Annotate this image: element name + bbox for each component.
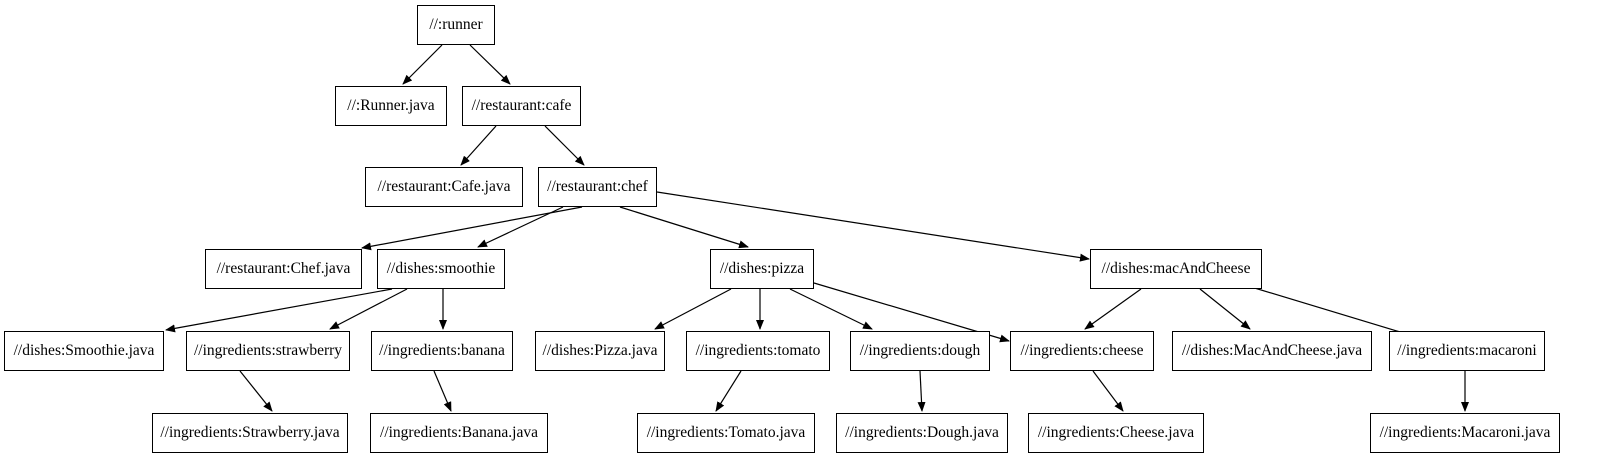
graph-node-restaurant_cafe_java[interactable]: //restaurant:Cafe.java bbox=[365, 167, 523, 207]
graph-node-ing_banana[interactable]: //ingredients:banana bbox=[371, 331, 513, 371]
graph-node-restaurant_chef_java[interactable]: //restaurant:Chef.java bbox=[205, 249, 362, 289]
graph-node-label: //ingredients:Strawberry.java bbox=[160, 424, 340, 442]
graph-node-label: //ingredients:Macaroni.java bbox=[1379, 424, 1551, 442]
graph-node-ing_cheese[interactable]: //ingredients:cheese bbox=[1010, 331, 1154, 371]
graph-node-dishes_smoothie[interactable]: //dishes:smoothie bbox=[377, 249, 505, 289]
graph-node-dishes_macandcheese[interactable]: //dishes:macAndCheese bbox=[1090, 249, 1262, 289]
graph-node-label: //restaurant:Chef.java bbox=[216, 260, 351, 278]
graph-node-label: //:runner bbox=[429, 16, 483, 34]
graph-node-ing_strawberry[interactable]: //ingredients:strawberry bbox=[186, 331, 350, 371]
graph-node-label: //dishes:Smoothie.java bbox=[13, 342, 155, 360]
graph-node-label: //ingredients:macaroni bbox=[1397, 342, 1537, 360]
graph-node-ing_dough[interactable]: //ingredients:dough bbox=[850, 331, 990, 371]
graph-node-dishes_smoothie_java[interactable]: //dishes:Smoothie.java bbox=[4, 331, 164, 371]
graph-node-label: //ingredients:Banana.java bbox=[380, 424, 538, 442]
graph-node-runner[interactable]: //:runner bbox=[417, 5, 495, 45]
graph-node-ing_tomato_java[interactable]: //ingredients:Tomato.java bbox=[637, 413, 815, 453]
graph-node-label: //ingredients:strawberry bbox=[193, 342, 343, 360]
graph-node-label: //dishes:Pizza.java bbox=[542, 342, 658, 360]
graph-node-label: //dishes:macAndCheese bbox=[1101, 260, 1251, 278]
graph-node-ing_cheese_java[interactable]: //ingredients:Cheese.java bbox=[1028, 413, 1204, 453]
graph-node-label: //ingredients:tomato bbox=[695, 342, 821, 360]
graph-node-label: //restaurant:cafe bbox=[471, 97, 572, 115]
graph-node-dishes_pizza_java[interactable]: //dishes:Pizza.java bbox=[535, 331, 665, 371]
graph-node-ing_dough_java[interactable]: //ingredients:Dough.java bbox=[836, 413, 1008, 453]
graph-node-label: //ingredients:Tomato.java bbox=[646, 424, 806, 442]
graph-node-ing_banana_java[interactable]: //ingredients:Banana.java bbox=[370, 413, 548, 453]
graph-node-restaurant_cafe[interactable]: //restaurant:cafe bbox=[462, 86, 581, 126]
graph-node-label: //restaurant:Cafe.java bbox=[377, 178, 511, 196]
graph-node-runner_java[interactable]: //:Runner.java bbox=[335, 86, 447, 126]
graph-node-label: //ingredients:banana bbox=[379, 342, 505, 360]
graph-node-label: //:Runner.java bbox=[347, 97, 435, 115]
graph-node-dishes_mac_java[interactable]: //dishes:MacAndCheese.java bbox=[1172, 331, 1372, 371]
graph-node-label: //dishes:MacAndCheese.java bbox=[1181, 342, 1363, 360]
graph-node-label: //dishes:smoothie bbox=[386, 260, 496, 278]
graph-node-label: //dishes:pizza bbox=[719, 260, 805, 278]
graph-node-ing_strawberry_java[interactable]: //ingredients:Strawberry.java bbox=[152, 413, 348, 453]
graph-node-ing_macaroni[interactable]: //ingredients:macaroni bbox=[1389, 331, 1545, 371]
graph-node-ing_tomato[interactable]: //ingredients:tomato bbox=[686, 331, 830, 371]
graph-node-label: //ingredients:dough bbox=[859, 342, 981, 360]
graph-node-label: //ingredients:Cheese.java bbox=[1037, 424, 1195, 442]
graph-node-label: //ingredients:Dough.java bbox=[845, 424, 999, 442]
graph-node-label: //restaurant:chef bbox=[547, 178, 648, 196]
graph-node-restaurant_chef[interactable]: //restaurant:chef bbox=[538, 167, 657, 207]
graph-node-ing_macaroni_java[interactable]: //ingredients:Macaroni.java bbox=[1370, 413, 1560, 453]
graph-node-label: //ingredients:cheese bbox=[1020, 342, 1144, 360]
graph-node-dishes_pizza[interactable]: //dishes:pizza bbox=[710, 249, 814, 289]
